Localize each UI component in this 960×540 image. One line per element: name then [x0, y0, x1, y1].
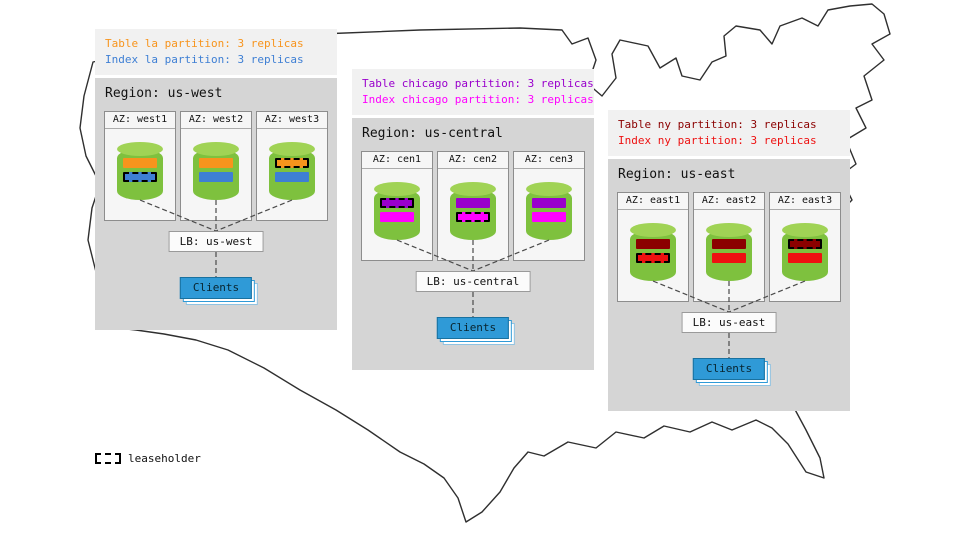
cylinder-top: [374, 182, 420, 196]
table-partition-caption: Table la partition: 3 replicas: [105, 37, 304, 50]
az-label: AZ: east3: [770, 193, 840, 210]
table-replica-bar: [456, 198, 490, 208]
az-label: AZ: west1: [105, 112, 175, 129]
index-replica-bar: [123, 172, 157, 182]
az-row: AZ: west1 AZ: west2: [104, 111, 328, 221]
database-cylinder-icon: [782, 223, 828, 281]
region-panel-us-east: Region: us-east AZ: east1 AZ: east2: [608, 159, 850, 411]
table-replica-bar: [275, 158, 309, 168]
table-replica-bar: [636, 239, 670, 249]
clients-box: Clients: [179, 277, 253, 299]
database-cylinder-icon: [269, 142, 315, 200]
az-label: AZ: cen1: [362, 152, 432, 169]
cylinder-top: [706, 223, 752, 237]
table-partition-caption: Table chicago partition: 3 replicas: [362, 77, 594, 90]
az-row: AZ: east1 AZ: east2: [617, 192, 841, 302]
cylinder-top: [193, 142, 239, 156]
clients-box: Clients: [692, 358, 766, 380]
cylinder-top: [526, 182, 572, 196]
partition-caption-us-east: Table ny partition: 3 replicas Index ny …: [608, 110, 850, 156]
load-balancer-box: LB: us-east: [681, 312, 777, 333]
table-replica-bar: [380, 198, 414, 208]
region-title: Region: us-central: [362, 126, 503, 141]
az-label: AZ: cen2: [438, 152, 508, 169]
az-label: AZ: east1: [618, 193, 688, 210]
legend: leaseholder: [95, 452, 201, 465]
index-replica-bar: [380, 212, 414, 222]
index-replica-bar: [532, 212, 566, 222]
load-balancer-box: LB: us-central: [415, 271, 531, 292]
az-box-cen2: AZ: cen2: [437, 151, 509, 261]
region-title: Region: us-west: [105, 86, 223, 101]
az-box-west1: AZ: west1: [104, 111, 176, 221]
region-group-us-central: Table chicago partition: 3 replicas Inde…: [352, 69, 594, 370]
az-box-cen3: AZ: cen3: [513, 151, 585, 261]
az-box-cen1: AZ: cen1: [361, 151, 433, 261]
index-replica-bar: [636, 253, 670, 263]
region-group-us-west: Table la partition: 3 replicas Index la …: [95, 29, 337, 330]
load-balancer-box: LB: us-west: [168, 231, 264, 252]
database-cylinder-icon: [450, 182, 496, 240]
database-cylinder-icon: [526, 182, 572, 240]
table-replica-bar: [532, 198, 566, 208]
database-cylinder-icon: [193, 142, 239, 200]
index-partition-caption: Index la partition: 3 replicas: [105, 53, 304, 66]
region-title: Region: us-east: [618, 167, 736, 182]
az-box-west2: AZ: west2: [180, 111, 252, 221]
database-cylinder-icon: [706, 223, 752, 281]
az-label: AZ: west3: [257, 112, 327, 129]
index-replica-bar: [788, 253, 822, 263]
index-replica-bar: [199, 172, 233, 182]
cylinder-top: [450, 182, 496, 196]
legend-label: leaseholder: [128, 452, 201, 465]
index-replica-bar: [456, 212, 490, 222]
az-label: AZ: east2: [694, 193, 764, 210]
cylinder-top: [630, 223, 676, 237]
index-partition-caption: Index ny partition: 3 replicas: [618, 134, 817, 147]
region-group-us-east: Table ny partition: 3 replicas Index ny …: [608, 110, 850, 411]
cylinder-top: [269, 142, 315, 156]
database-cylinder-icon: [117, 142, 163, 200]
az-box-east3: AZ: east3: [769, 192, 841, 302]
leaseholder-dashed-swatch-icon: [95, 453, 121, 464]
database-cylinder-icon: [630, 223, 676, 281]
table-replica-bar: [123, 158, 157, 168]
database-cylinder-icon: [374, 182, 420, 240]
cylinder-top: [782, 223, 828, 237]
table-replica-bar: [199, 158, 233, 168]
region-panel-us-west: Region: us-west AZ: west1 AZ: west2: [95, 78, 337, 330]
index-replica-bar: [712, 253, 746, 263]
az-box-east1: AZ: east1: [617, 192, 689, 302]
partition-caption-us-central: Table chicago partition: 3 replicas Inde…: [352, 69, 594, 115]
az-box-west3: AZ: west3: [256, 111, 328, 221]
az-label: AZ: west2: [181, 112, 251, 129]
table-partition-caption: Table ny partition: 3 replicas: [618, 118, 817, 131]
table-replica-bar: [788, 239, 822, 249]
az-label: AZ: cen3: [514, 152, 584, 169]
cylinder-top: [117, 142, 163, 156]
table-replica-bar: [712, 239, 746, 249]
index-replica-bar: [275, 172, 309, 182]
index-partition-caption: Index chicago partition: 3 replicas: [362, 93, 594, 106]
region-panel-us-central: Region: us-central AZ: cen1 AZ: cen2: [352, 118, 594, 370]
clients-box: Clients: [436, 317, 510, 339]
az-box-east2: AZ: east2: [693, 192, 765, 302]
az-row: AZ: cen1 AZ: cen2: [361, 151, 585, 261]
partition-caption-us-west: Table la partition: 3 replicas Index la …: [95, 29, 337, 75]
